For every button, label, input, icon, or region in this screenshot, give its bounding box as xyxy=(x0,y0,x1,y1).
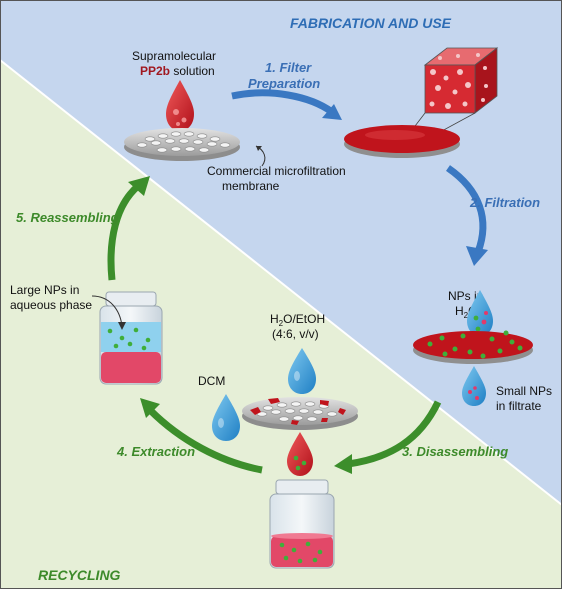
arrow-filtration xyxy=(445,165,487,254)
membrane-with-nps xyxy=(413,330,533,364)
step-4-label: 4. Extraction xyxy=(116,444,195,459)
label-pp2b: PP2b xyxy=(140,64,170,78)
label-solvent-sub: 2 xyxy=(279,319,284,328)
supramolecular-solution-label: Supramolecular PP2b solution xyxy=(132,49,216,78)
label-small-nps: Small NPs xyxy=(496,384,552,398)
arrow-disassembling xyxy=(347,400,442,468)
step-3-label: 3. Disassembling xyxy=(402,444,508,459)
label-membrane-1: Commercial microfiltration xyxy=(207,164,346,178)
dcm-drop xyxy=(212,394,240,441)
reassembly-vial xyxy=(99,291,163,385)
recycling-title: RECYCLING xyxy=(38,567,121,583)
label-dcm: DCM xyxy=(198,374,225,388)
step-1-label-line2: Preparation xyxy=(248,76,320,91)
commercial-membrane-disk xyxy=(124,128,240,161)
label-membrane-2: membrane xyxy=(222,179,280,193)
label-nps-in: NPs in xyxy=(448,289,483,303)
recovered-drop xyxy=(287,432,313,476)
label-sub-2: 2 xyxy=(464,311,469,320)
svg-text:H2O/EtOH: H2O/EtOH xyxy=(270,312,325,328)
label-solvent-ratio: (4:6, v/v) xyxy=(272,327,319,341)
label-solution: solution xyxy=(170,64,215,78)
label-solvent-h: H xyxy=(270,312,279,326)
fabrication-title: FABRICATION AND USE xyxy=(290,15,452,31)
label-large-nps: Large NPs in xyxy=(10,283,79,297)
extraction-vial xyxy=(269,479,335,569)
arrow-filter-preparation xyxy=(231,89,335,115)
water-ethanol-drop xyxy=(288,348,316,394)
region-divider xyxy=(0,59,562,506)
pp2b-filter-membrane xyxy=(344,125,460,158)
label-aqueous-phase: aqueous phase xyxy=(10,298,92,312)
disassembled-membrane xyxy=(242,397,358,430)
arrow-extraction xyxy=(147,407,263,474)
step-2-label: 2. Filtration xyxy=(469,195,540,210)
step-5-label: 5. Reassembling xyxy=(16,210,119,225)
nps-water-drop xyxy=(467,290,493,336)
step-1-label-line1: 1. Filter xyxy=(265,60,312,75)
arrow-reassembling xyxy=(107,183,141,281)
label-supramolecular: Supramolecular xyxy=(132,49,216,63)
svg-text:PP2b solution: PP2b solution xyxy=(140,64,215,78)
filtrate-drop xyxy=(462,366,486,406)
pp2b-solution-drop xyxy=(166,80,194,131)
label-h: H xyxy=(455,304,464,318)
label-in-filtrate: in filtrate xyxy=(496,399,542,413)
porous-cube-icon xyxy=(423,47,499,114)
label-solvent-rest: O/EtOH xyxy=(283,312,325,326)
